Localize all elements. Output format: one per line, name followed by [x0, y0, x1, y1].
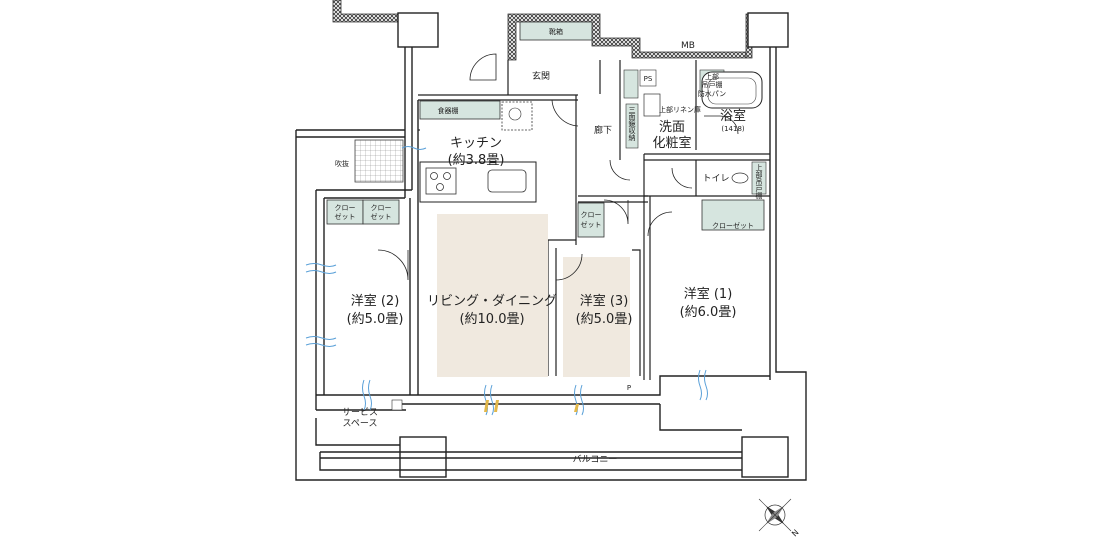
shoe-label: 靴箱 — [549, 27, 563, 36]
closet-w2-left — [326, 199, 364, 225]
pantry-shelf — [419, 100, 501, 120]
closet-w3 — [577, 202, 605, 238]
toilet-name: トイレ — [702, 174, 729, 184]
upper-cabinet-label-2: 吊戸棚 — [702, 80, 723, 89]
western3-floor-area — [563, 257, 630, 377]
waterproof-pan-label: 防水パン — [698, 89, 726, 98]
shoe-cabinet — [519, 21, 593, 41]
void-tile-area — [354, 139, 404, 183]
service-name-1: サービス — [342, 407, 378, 418]
p-mark: P — [627, 384, 631, 392]
hallway-name: 廊下 — [594, 124, 612, 136]
bathtub — [701, 71, 763, 109]
living-floor-area — [437, 214, 548, 377]
hatched-wall-top-mid — [507, 13, 747, 61]
mb-label: MB — [681, 41, 695, 51]
column-top-left — [397, 12, 439, 48]
living-room-name: リビング・ダイニング — [427, 294, 557, 309]
service-fixture — [391, 399, 403, 411]
fridge-space — [501, 101, 533, 131]
western1-name: 洋室 (1) — [684, 286, 733, 302]
western2-size: (約5.0畳) — [347, 312, 404, 327]
toilet-upper-label: 上部吊戸棚 — [755, 163, 763, 200]
kitchen-size: (約3.8畳) — [448, 153, 505, 168]
closet-w2l-label-2: ゼット — [335, 212, 356, 221]
entrance-cabinet — [623, 69, 639, 99]
washroom-name-2: 化粧室 — [652, 135, 691, 151]
hatched-wall-top-left — [332, 0, 401, 23]
closet-w2r-label-1: クロー — [371, 204, 392, 212]
mirror-storage-label: 三面鏡収納 — [628, 106, 636, 142]
living-room-size: (約10.0畳) — [459, 312, 524, 327]
closet-w3-label-2: ゼット — [581, 220, 602, 229]
closet-w2-right — [362, 199, 400, 225]
toilet-upper-cabinet — [751, 161, 767, 195]
svg-text:N: N — [790, 528, 801, 539]
closet-w2l-label-1: クロー — [335, 204, 356, 212]
void-name: 吹抜 — [335, 159, 349, 168]
entrance-name: 玄関 — [532, 70, 550, 82]
bath-name: 浴室 — [720, 108, 746, 124]
kitchen-name: キッチン — [450, 136, 502, 151]
closet-w3-label-1: クロー — [581, 211, 602, 219]
toilet-fixture — [731, 172, 749, 184]
western1-size: (約6.0畳) — [680, 305, 737, 320]
ps-box — [639, 69, 657, 87]
western3-name: 洋室 (3) — [580, 293, 629, 309]
balcony-name: バルコニー — [573, 454, 618, 465]
closet-w2r-label-2: ゼット — [371, 212, 392, 221]
linen-label: 上部リネン庫 — [659, 105, 701, 114]
ps-label: PS — [644, 75, 653, 83]
door-swings — [377, 53, 739, 281]
light-marks — [484, 400, 579, 412]
stove — [425, 167, 457, 195]
washbasin — [643, 93, 661, 117]
column-bottom-left — [399, 436, 447, 478]
sink — [487, 169, 527, 193]
western3-size: (約5.0畳) — [576, 312, 633, 327]
column-top-right — [747, 12, 789, 48]
service-name-2: スペース — [343, 419, 378, 429]
window-marks — [305, 146, 708, 416]
column-bottom-right — [741, 436, 789, 478]
closet-w1 — [701, 199, 765, 231]
washroom-name-1: 洗面 — [659, 120, 685, 135]
closet-w1-label: クローゼット — [712, 221, 754, 230]
upper-cabinet-label-1: 上部 — [705, 72, 719, 81]
western2-name: 洋室 (2) — [351, 293, 400, 309]
mirror-storage — [625, 103, 639, 149]
pantry-label: 食器棚 — [438, 106, 459, 115]
bath-size: (1418) — [721, 125, 745, 133]
compass-icon: N — [758, 498, 801, 539]
